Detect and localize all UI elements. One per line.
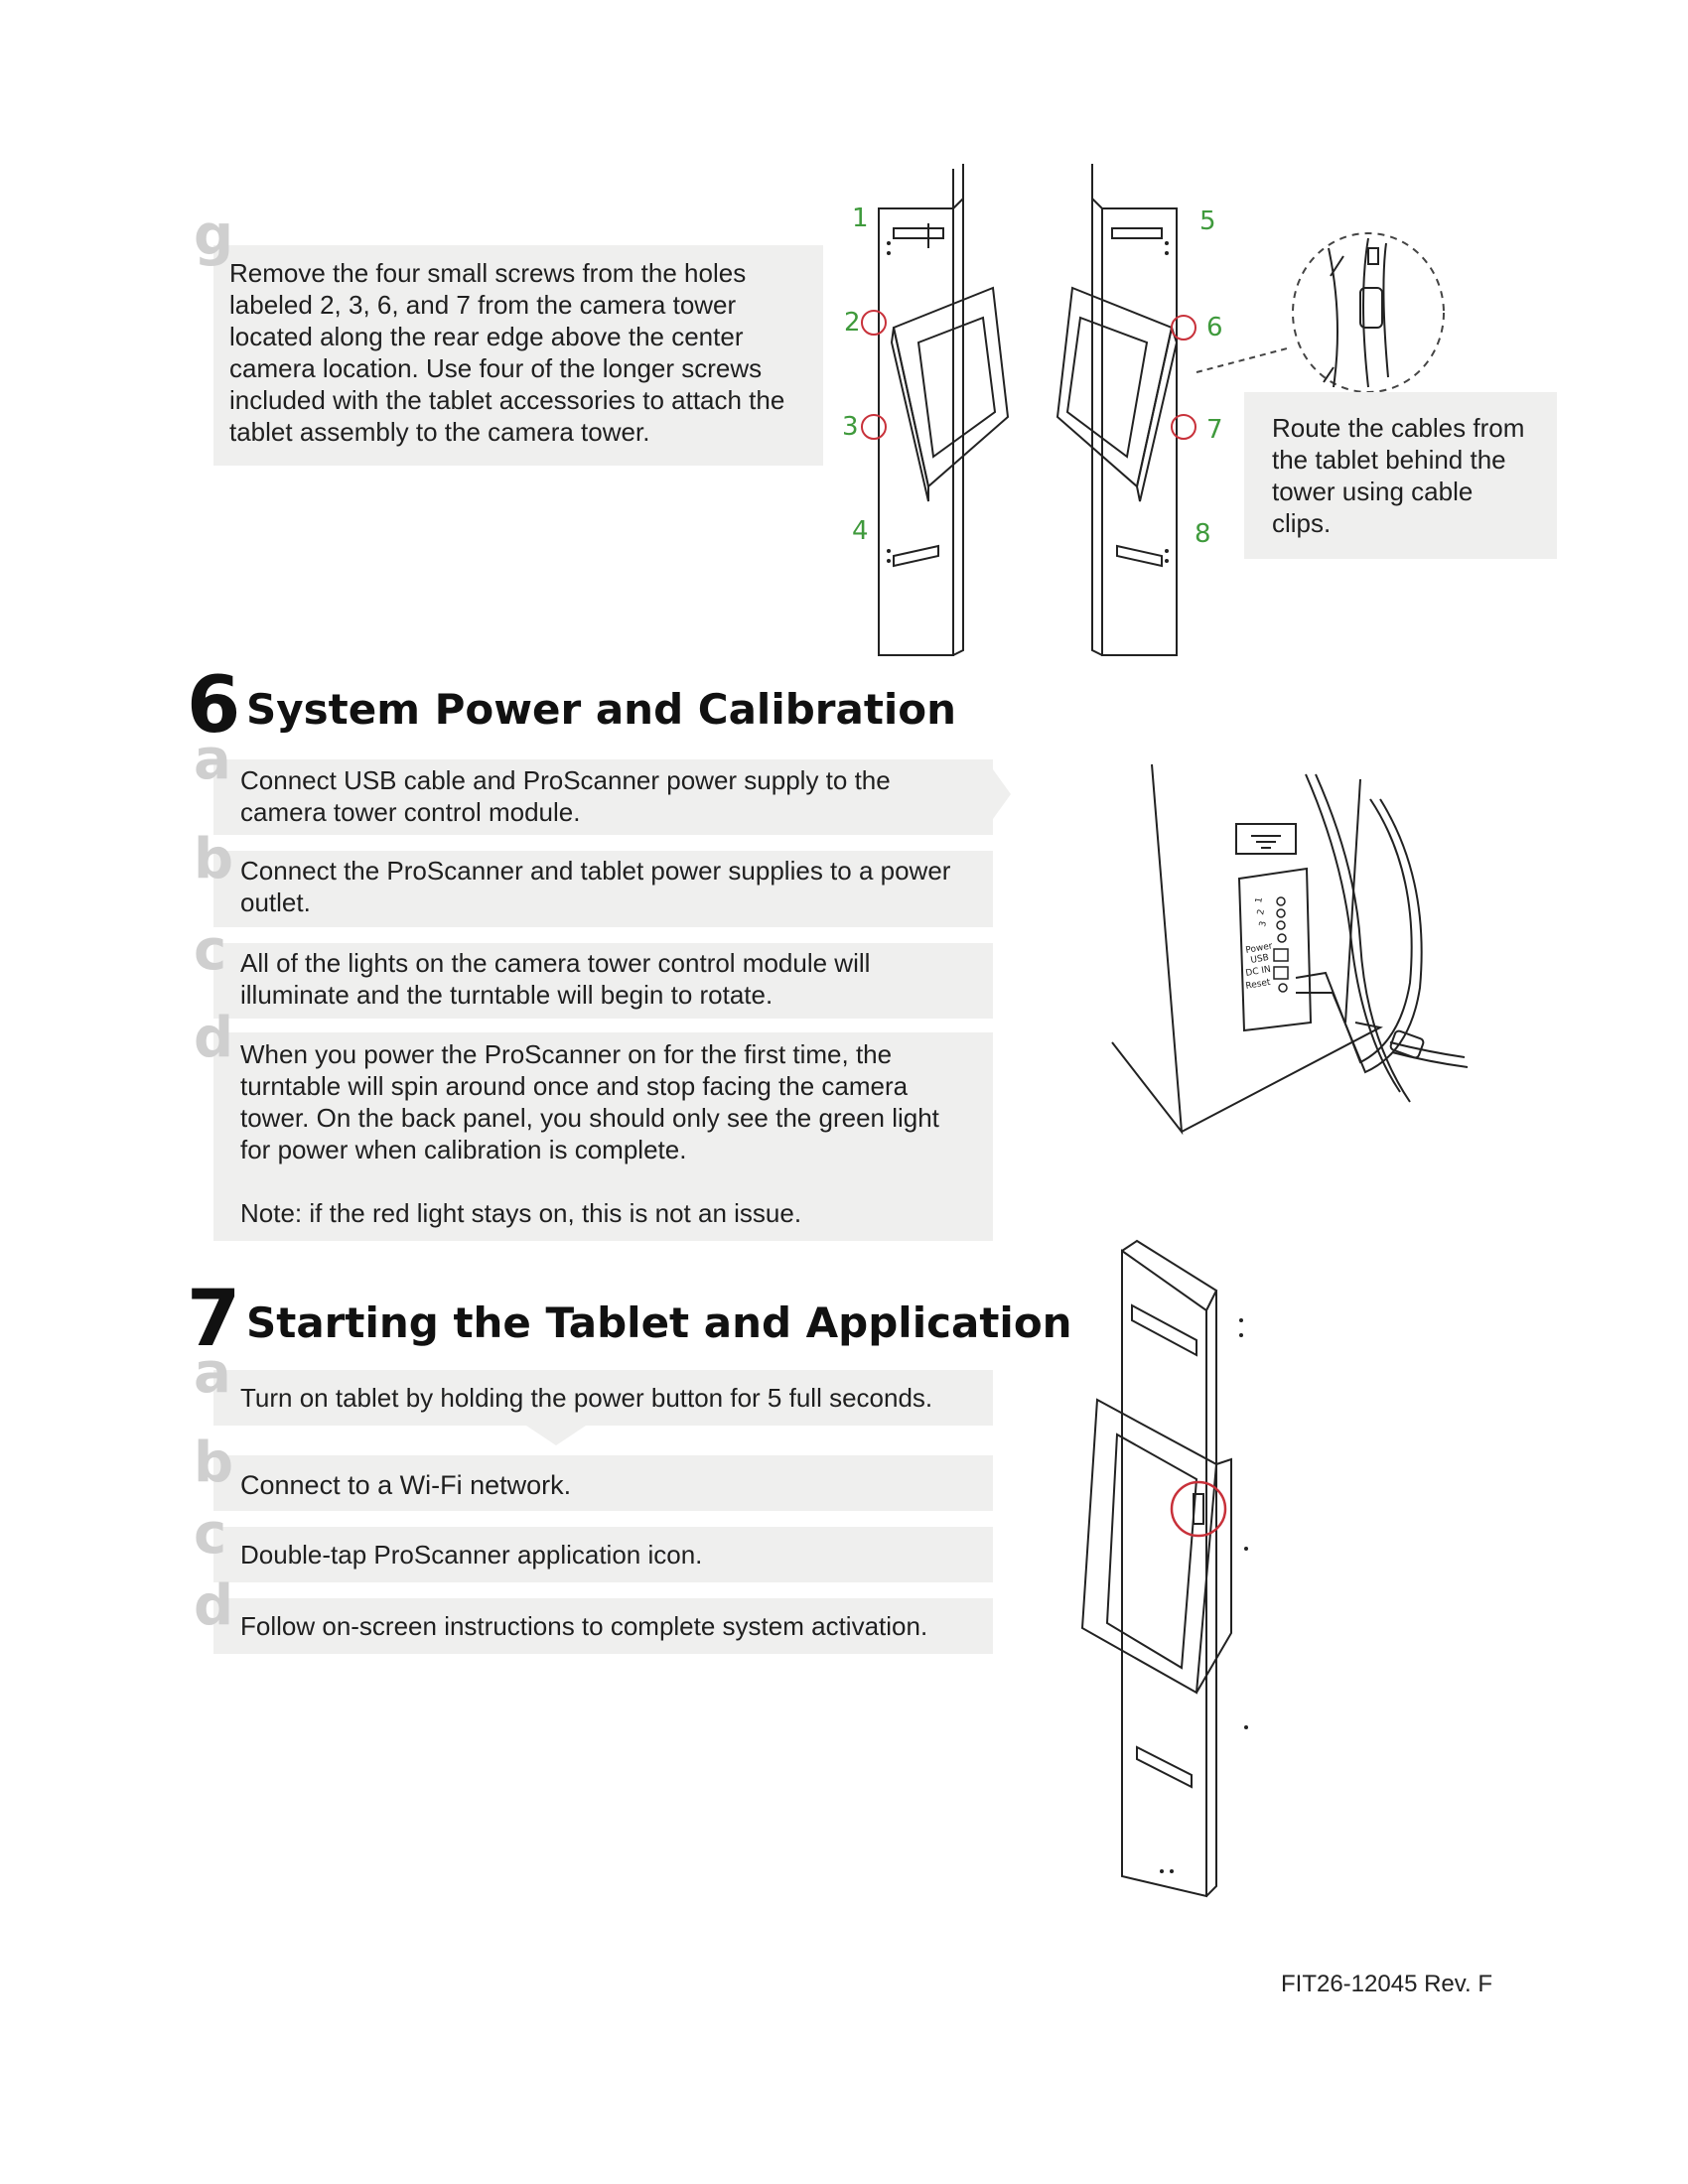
- callout-1: 1: [852, 204, 869, 233]
- step-6b-box: Connect the ProScanner and tablet power …: [213, 851, 993, 927]
- document-revision: FIT26-12045 Rev. F: [1281, 1971, 1492, 1997]
- step-6a-text: Connect USB cable and ProScanner power s…: [240, 765, 891, 827]
- step-7b-text: Connect to a Wi-Fi network.: [240, 1470, 572, 1500]
- step-6c-text: All of the lights on the camera tower co…: [240, 948, 871, 1010]
- step-7b-letter: b: [194, 1431, 234, 1495]
- tower-assembly-figure: [861, 164, 1292, 656]
- panel-label-2: 2: [1256, 908, 1267, 915]
- section-7-title: Starting the Tablet and Application: [246, 1298, 1072, 1347]
- step-7a-letter: a: [194, 1341, 231, 1406]
- panel-label-dcin: DC IN: [1245, 965, 1272, 979]
- step-g-box: Remove the four small screws from the ho…: [213, 245, 823, 466]
- step-7d-box: Follow on-screen instructions to complet…: [213, 1598, 993, 1654]
- route-note-text: Route the cables from the tablet behind …: [1272, 413, 1525, 538]
- panel-label-usb: USB: [1250, 953, 1270, 966]
- step-6d-note: Note: if the red light stays on, this is…: [240, 1198, 802, 1228]
- callout-2: 2: [844, 308, 861, 338]
- section-6-title: System Power and Calibration: [246, 685, 957, 734]
- step-7a-box: Turn on tablet by holding the power butt…: [213, 1370, 993, 1426]
- step-6d-text: When you power the ProScanner on for the…: [240, 1039, 939, 1164]
- step-g-text: Remove the four small screws from the ho…: [229, 258, 785, 447]
- callout-7: 7: [1206, 415, 1223, 445]
- panel-label-power: Power: [1245, 941, 1274, 956]
- panel-label-reset: Reset: [1245, 978, 1272, 992]
- step-7a-pointer: [526, 1426, 586, 1445]
- step-7b-box: Connect to a Wi-Fi network.: [213, 1455, 993, 1511]
- section-7-number: 7: [187, 1275, 241, 1364]
- tablet-tower-figure: [1080, 1239, 1248, 1898]
- step-g-letter: g: [194, 204, 234, 268]
- section-6-number: 6: [187, 661, 241, 751]
- callout-6: 6: [1206, 313, 1223, 342]
- callout-4: 4: [852, 516, 869, 546]
- step-7d-text: Follow on-screen instructions to complet…: [240, 1611, 928, 1641]
- step-6a-pointer: [993, 769, 1011, 819]
- panel-label-3: 3: [1258, 920, 1269, 927]
- step-6d-letter: d: [194, 1006, 234, 1070]
- step-6d-box: When you power the ProScanner on for the…: [213, 1032, 993, 1241]
- step-7c-box: Double-tap ProScanner application icon.: [213, 1527, 993, 1582]
- step-7c-letter: c: [194, 1502, 227, 1567]
- step-6c-letter: c: [194, 918, 227, 983]
- cable-clip-detail: [1292, 232, 1445, 393]
- route-note-box: Route the cables from the tablet behind …: [1244, 392, 1557, 559]
- step-6b-text: Connect the ProScanner and tablet power …: [240, 856, 951, 917]
- step-7a-text: Turn on tablet by holding the power butt…: [240, 1383, 933, 1413]
- panel-label-1: 1: [1254, 896, 1265, 903]
- step-6a-box: Connect USB cable and ProScanner power s…: [213, 759, 993, 835]
- step-6b-letter: b: [194, 827, 234, 891]
- callout-3: 3: [842, 412, 859, 442]
- step-7c-text: Double-tap ProScanner application icon.: [240, 1540, 703, 1570]
- step-7d-letter: d: [194, 1573, 234, 1638]
- step-6c-box: All of the lights on the camera tower co…: [213, 943, 993, 1019]
- control-module-figure: 1 2 3 Power USB DC IN Reset: [1111, 763, 1469, 1136]
- callout-8: 8: [1195, 519, 1211, 549]
- callout-5: 5: [1199, 206, 1216, 236]
- step-6a-letter: a: [194, 728, 231, 792]
